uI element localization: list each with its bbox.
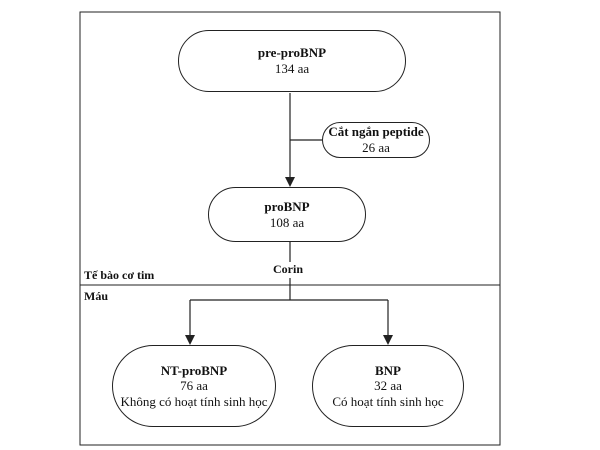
node-signal-peptide: Cắt ngắn peptide 26 aa xyxy=(322,122,430,158)
node-size: 76 aa xyxy=(180,378,208,394)
region-label-blood: Máu xyxy=(84,289,108,303)
node-size: 108 aa xyxy=(269,214,305,230)
node-nt-probnp: NT-proBNP 76 aa Không có hoạt tính sinh … xyxy=(112,345,276,427)
node-title: proBNP xyxy=(264,198,310,214)
enzyme-label: Corin xyxy=(271,262,305,277)
node-title: BNP xyxy=(375,362,401,378)
node-size: 32 aa xyxy=(374,378,402,394)
node-pre-probnp: pre-proBNP 134 aa xyxy=(178,30,406,92)
region-label-cell: Tế bào cơ tim xyxy=(84,268,155,282)
node-title: Cắt ngắn peptide xyxy=(328,124,424,140)
node-title: NT-proBNP xyxy=(160,362,228,378)
node-probnp: proBNP 108 aa xyxy=(208,187,366,242)
outer-frame xyxy=(79,11,501,446)
node-title: pre-proBNP xyxy=(257,45,327,61)
node-bnp: BNP 32 aa Có hoạt tính sinh học xyxy=(312,345,464,427)
node-activity-note: Không có hoạt tính sinh học xyxy=(120,393,268,409)
node-activity-note: Có hoạt tính sinh học xyxy=(332,393,444,409)
node-size: 26 aa xyxy=(362,140,390,155)
node-size: 134 aa xyxy=(274,61,310,76)
